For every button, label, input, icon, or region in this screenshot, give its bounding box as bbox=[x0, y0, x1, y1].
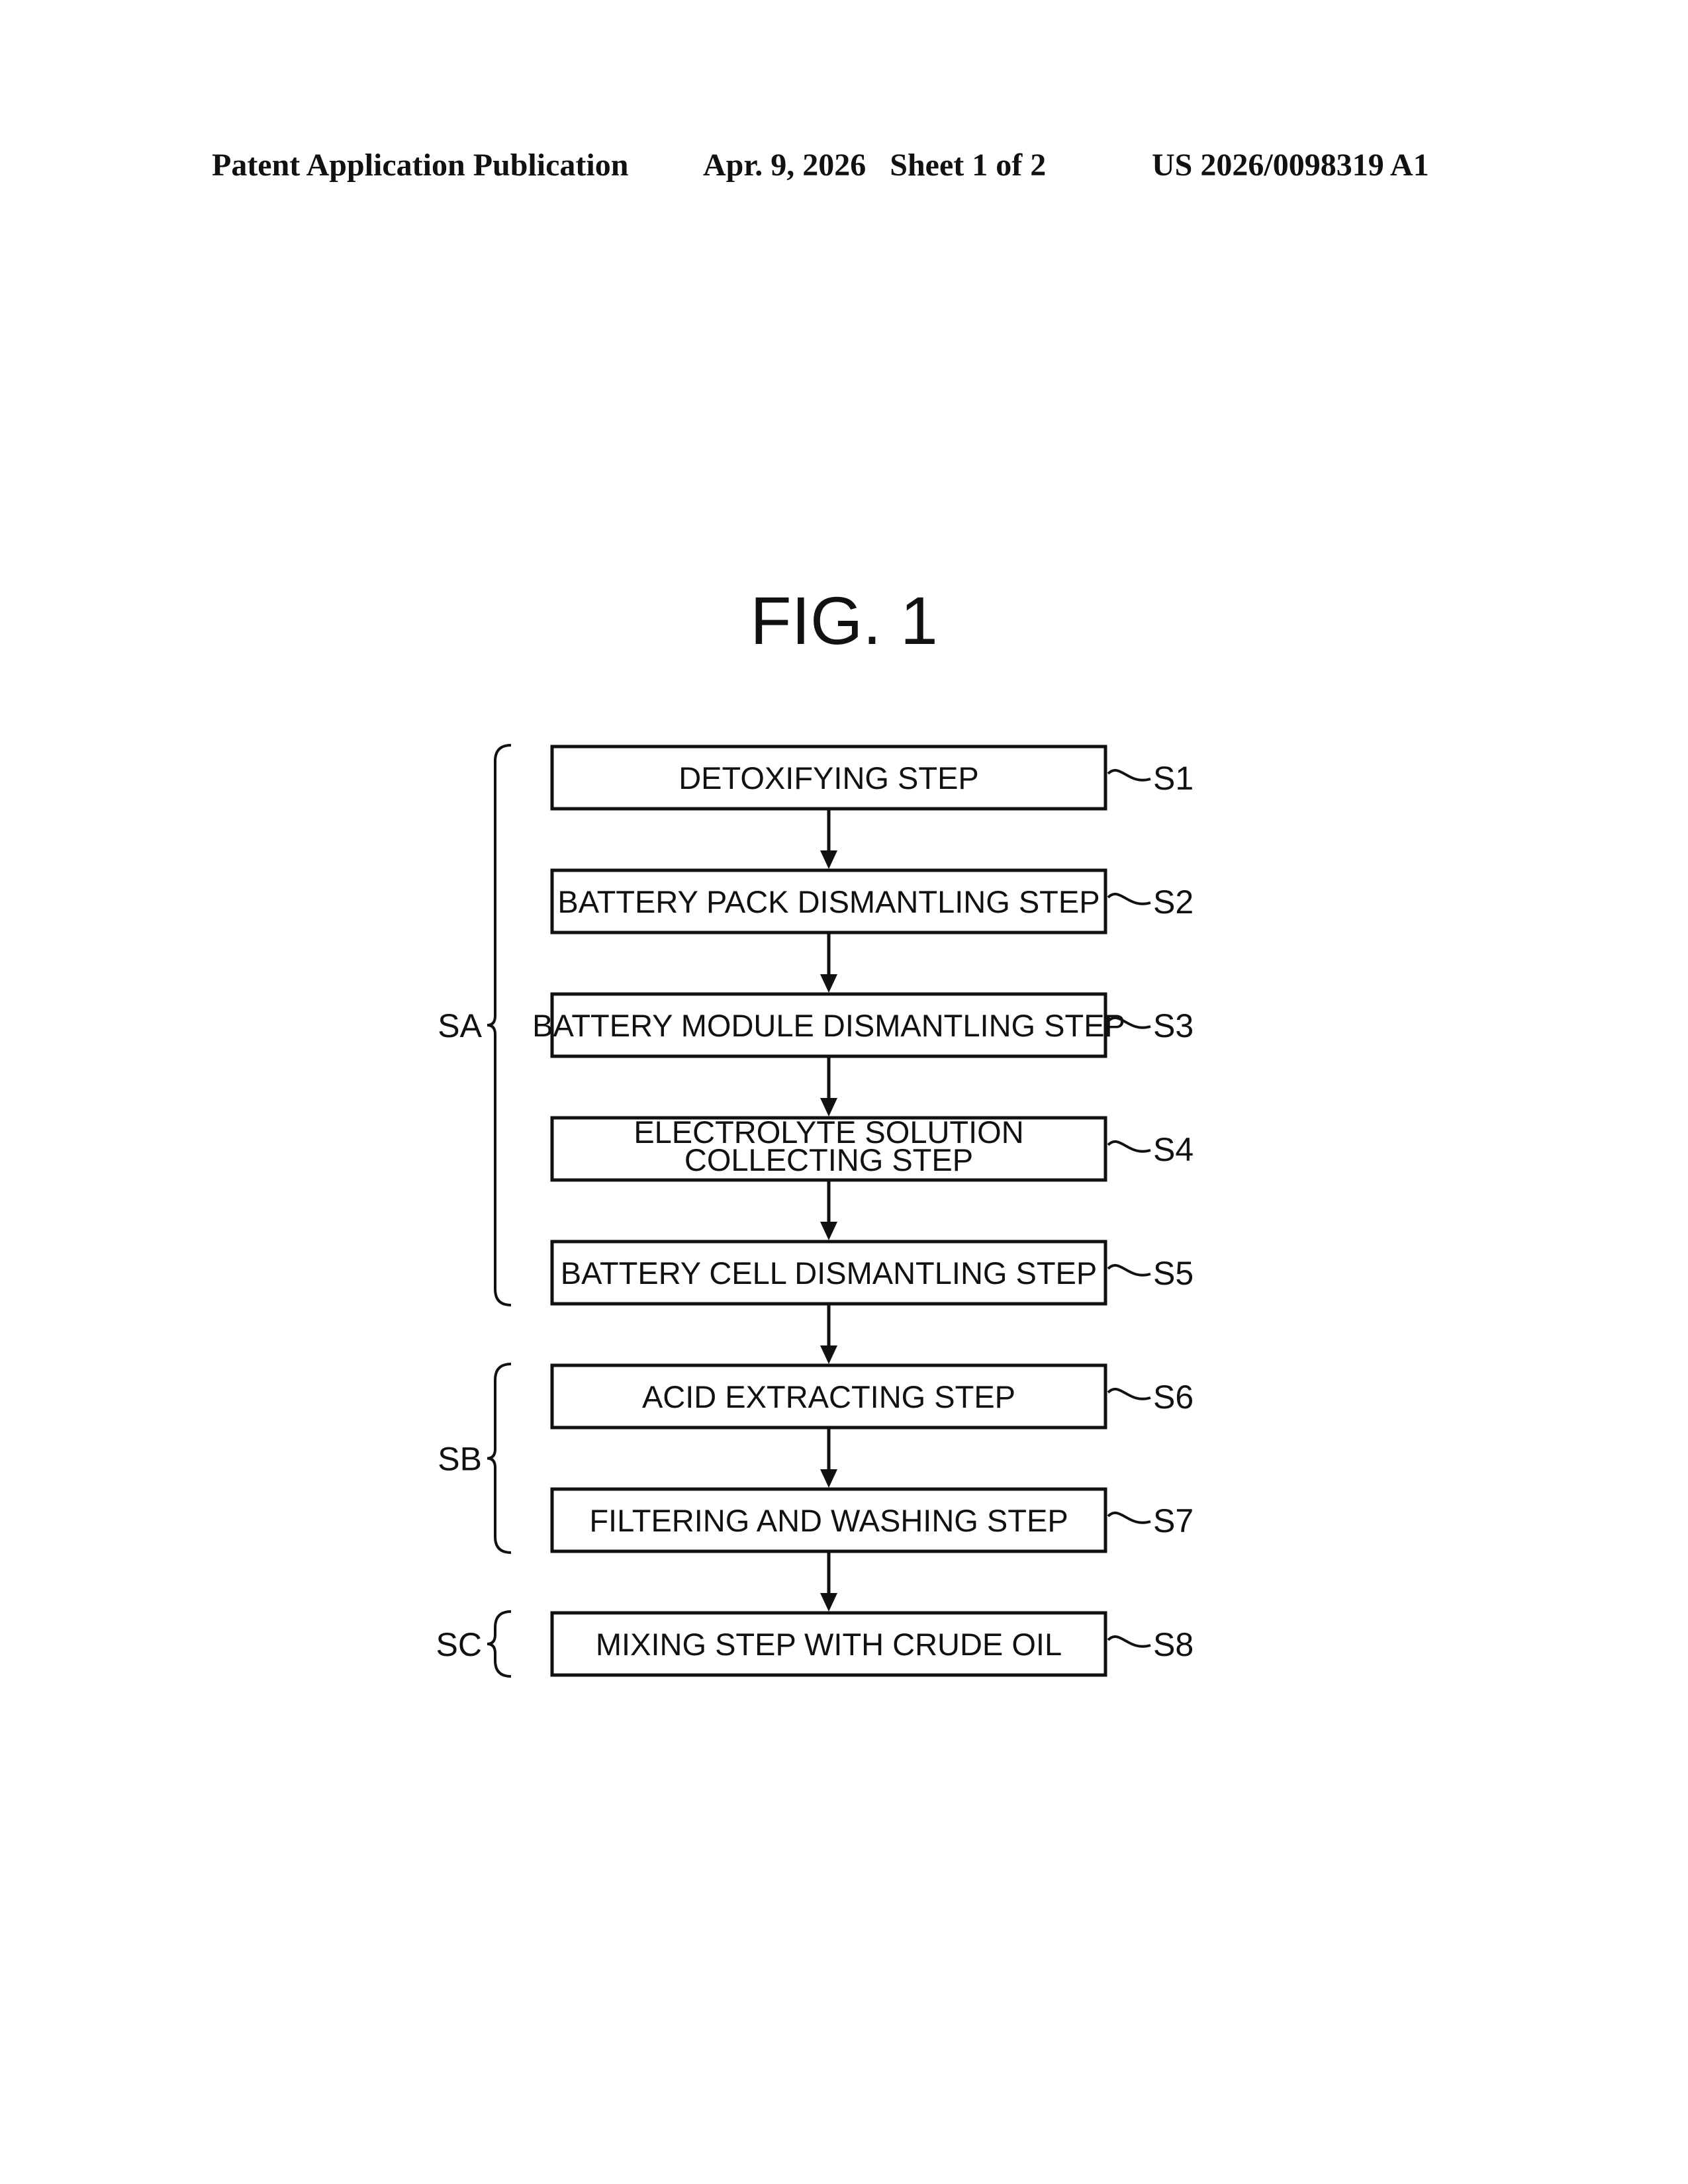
step-label-1: DETOXIFYING STEP bbox=[679, 760, 979, 796]
arrowhead-4-5 bbox=[820, 1222, 837, 1240]
group-brace-sa bbox=[487, 745, 511, 1305]
step-ref-7: S7 bbox=[1153, 1502, 1194, 1539]
step-label-6: ACID EXTRACTING STEP bbox=[642, 1379, 1015, 1414]
step-label-5: BATTERY CELL DISMANTLING STEP bbox=[561, 1255, 1098, 1291]
step-leader-2 bbox=[1108, 894, 1150, 904]
arrowhead-7-8 bbox=[820, 1593, 837, 1612]
group-label-sa: SA bbox=[438, 1007, 482, 1044]
step-label-4-line-2: COLLECTING STEP bbox=[684, 1142, 973, 1177]
step-ref-4: S4 bbox=[1153, 1131, 1194, 1168]
step-label-2: BATTERY PACK DISMANTLING STEP bbox=[557, 884, 1100, 919]
arrowhead-6-7 bbox=[820, 1469, 837, 1488]
step-leader-6 bbox=[1108, 1389, 1150, 1399]
step-ref-8: S8 bbox=[1153, 1626, 1194, 1663]
step-label-7: FILTERING AND WASHING STEP bbox=[589, 1503, 1068, 1538]
arrowhead-2-3 bbox=[820, 974, 837, 993]
step-ref-6: S6 bbox=[1153, 1379, 1194, 1416]
step-label-8: MIXING STEP WITH CRUDE OIL bbox=[596, 1627, 1062, 1662]
group-label-sc: SC bbox=[436, 1626, 482, 1663]
step-ref-5: S5 bbox=[1153, 1255, 1194, 1292]
arrowhead-5-6 bbox=[820, 1345, 837, 1364]
step-ref-2: S2 bbox=[1153, 884, 1194, 921]
arrowhead-3-4 bbox=[820, 1098, 837, 1116]
step-ref-1: S1 bbox=[1153, 760, 1194, 797]
group-brace-sb bbox=[487, 1364, 511, 1553]
group-brace-sc bbox=[487, 1612, 511, 1676]
step-leader-4 bbox=[1108, 1142, 1150, 1152]
step-leader-8 bbox=[1108, 1637, 1150, 1647]
group-label-sb: SB bbox=[438, 1441, 482, 1478]
step-leader-7 bbox=[1108, 1513, 1150, 1523]
step-ref-3: S3 bbox=[1153, 1007, 1194, 1044]
arrowhead-1-2 bbox=[820, 850, 837, 869]
step-leader-5 bbox=[1108, 1265, 1150, 1275]
step-label-3: BATTERY MODULE DISMANTLING STEP bbox=[532, 1008, 1125, 1043]
step-leader-1 bbox=[1108, 770, 1150, 780]
